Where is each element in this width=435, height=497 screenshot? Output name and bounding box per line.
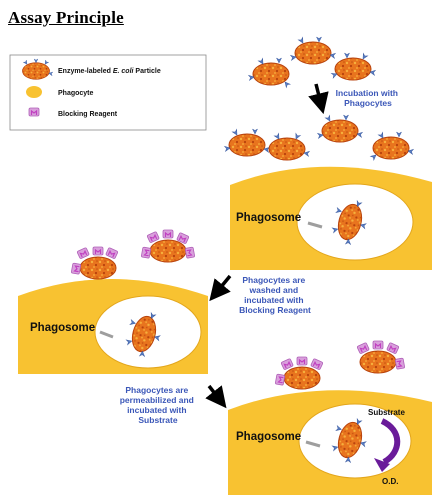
step1-text: Incubation with Phagocytes <box>336 88 401 108</box>
phagocyte-panel-1: Phagosome <box>230 166 432 270</box>
legend-phagocyte-icon <box>26 86 42 98</box>
phagosome-label-3: Phagosome <box>236 431 301 443</box>
page-title: Assay Principle <box>8 8 124 27</box>
substrate-conversion-arrow <box>380 418 401 465</box>
step3-text: Phagocytes are permeabilized and incubat… <box>120 385 197 425</box>
step2-arrow <box>209 274 232 302</box>
phagocyte-panel-3: Phagosome Substrate O.D. <box>228 390 432 495</box>
step1-arrow <box>308 83 329 115</box>
legend-box: Enzyme-labeled E. coli Particle Phagocyt… <box>9 54 207 131</box>
step3-arrow <box>205 384 227 409</box>
surface-particles-1 <box>224 114 414 161</box>
legend-particle-label: Enzyme-labeled E. coli Particle <box>58 68 161 75</box>
legend-blocking-icon <box>28 107 40 117</box>
phagocyte-panel-2: Phagosome <box>18 279 208 374</box>
phagosome-label-2: Phagosome <box>30 322 95 334</box>
blocked-particles-2 <box>70 229 196 280</box>
legend-blocking-label: Blocking Reagent <box>58 111 118 118</box>
substrate-label: Substrate <box>368 408 405 417</box>
free-particles-top <box>248 36 376 88</box>
legend-phagocyte-label: Phagocyte <box>58 90 94 97</box>
phagosome-label-1: Phagosome <box>236 212 301 224</box>
blocked-particles-3 <box>274 340 406 390</box>
od-label: O.D. <box>382 477 398 486</box>
step2-text: Phagocytes are washed and incubated with… <box>239 275 311 315</box>
